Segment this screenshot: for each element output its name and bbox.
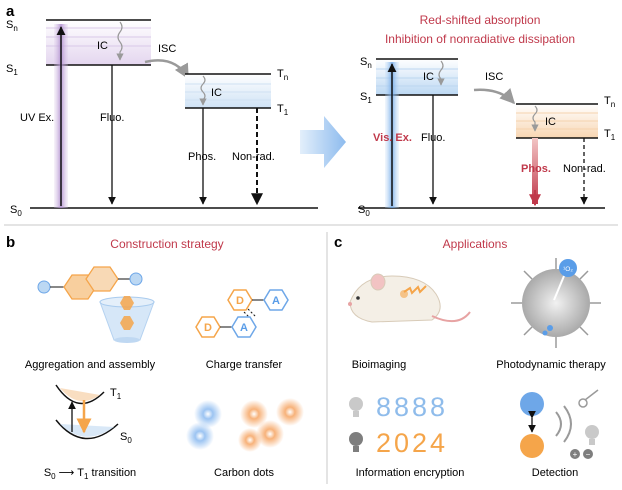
panel-b-label: b	[6, 234, 15, 251]
s0-t1-transition-illustration	[55, 384, 119, 440]
singlet-oxygen-label: ¹O₂	[563, 266, 573, 273]
donor-label-2: D	[204, 322, 212, 334]
nonrad-label-right: Non-rad.	[563, 163, 606, 175]
panel-a-header-line2: Inhibition of nonradiative dissipation	[385, 32, 575, 46]
fluo-label: Fluo.	[100, 112, 124, 124]
ic-wave-triplet-right	[531, 105, 539, 132]
isc-label: ISC	[158, 43, 176, 55]
energy-label-s: S	[120, 431, 127, 443]
phos-label-right: Phos.	[521, 163, 551, 175]
photodynamic-cell-illustration	[511, 258, 601, 348]
panel-a-label: a	[6, 3, 15, 20]
phos-label: Phos.	[188, 151, 216, 163]
fluo-label-right: Fluo.	[421, 132, 445, 144]
acceptor-label-2: A	[240, 322, 248, 334]
s0-label: S	[10, 204, 17, 216]
s0-label-right: S	[358, 204, 365, 216]
ic-wave-singlet	[116, 21, 124, 61]
t1-label: T	[277, 103, 284, 115]
panel-b-title: Construction strategy	[110, 237, 223, 251]
detection-label: Detection	[532, 467, 578, 479]
svg-text:Tn: Tn	[604, 95, 615, 109]
isc-arrow-right	[473, 88, 516, 105]
svg-text:Sn: Sn	[6, 19, 18, 33]
svg-text:T1: T1	[110, 387, 122, 401]
svg-text:S0: S0	[10, 204, 22, 218]
t1-sub: 1	[284, 108, 289, 117]
acceptor-label-1: A	[272, 295, 280, 307]
aggregation-label: Aggregation and assembly	[25, 359, 156, 371]
energy-label-t-sub: 1	[117, 392, 122, 401]
sn-label-right: S	[360, 56, 367, 68]
svg-text:S0: S0	[120, 431, 132, 445]
ic-label-singlet: IC	[97, 40, 108, 52]
jablonski-diagram-right: Sn S1 S0 Tn T1 IC IC ISC Vis. Ex. Fluo. …	[358, 56, 616, 218]
s1-sub: 1	[13, 68, 18, 77]
encryption-illustration	[349, 397, 363, 452]
svg-text:Sn: Sn	[360, 56, 372, 70]
svg-text:T1: T1	[277, 103, 289, 117]
s1-sub-right: 1	[367, 96, 372, 105]
carbon-dots-label: Carbon dots	[214, 467, 274, 479]
svg-text:Tn: Tn	[277, 68, 288, 82]
svg-text:+: +	[573, 450, 578, 459]
tn-label-right: T	[604, 95, 611, 107]
isc-arrow	[144, 59, 190, 80]
bioimaging-label: Bioimaging	[352, 359, 406, 371]
svg-text:S0: S0	[358, 204, 370, 218]
digits-top: 8888	[376, 392, 448, 422]
digits-bottom: 2024	[376, 428, 448, 458]
detection-illustration: + −	[520, 389, 599, 459]
mouse-illustration	[348, 273, 471, 323]
t1-sub-right: 1	[611, 133, 616, 142]
svg-text:−: −	[586, 450, 591, 459]
t1-label-right: T	[604, 128, 611, 140]
uv-ex-label: UV Ex.	[20, 112, 54, 124]
panel-c-title: Applications	[443, 237, 508, 251]
svg-text:S1: S1	[6, 63, 18, 77]
vis-ex-label: Vis. Ex.	[373, 132, 412, 144]
ic-label-singlet-right: IC	[423, 71, 434, 83]
charge-transfer-label: Charge transfer	[206, 359, 283, 371]
isc-label-right: ISC	[485, 71, 503, 83]
s0-sub: 0	[17, 209, 22, 218]
tn-label: T	[277, 68, 284, 80]
jablonski-diagram-left: Sn S1 S0 Tn T1 IC IC ISC UV Ex. Fluo. Ph…	[6, 19, 318, 218]
tn-sub-right: n	[611, 100, 615, 109]
nonrad-label: Non-rad.	[232, 151, 275, 163]
ic-label-triplet-right: IC	[545, 116, 556, 128]
sn-sub: n	[13, 24, 17, 33]
donor-label-1: D	[236, 295, 244, 307]
panel-c-label: c	[334, 234, 342, 251]
transition-label: S0 ⟶ T1 transition	[44, 467, 136, 481]
t1-band	[185, 74, 271, 108]
svg-text:S1: S1	[360, 91, 372, 105]
aggregation-assembly-illustration	[37, 266, 155, 343]
ic-label-triplet: IC	[211, 87, 222, 99]
carbon-dots-illustration	[186, 398, 304, 452]
s1-label-right: S	[360, 91, 367, 103]
energy-label-s-sub: 0	[127, 436, 132, 445]
svg-text:T1: T1	[604, 128, 616, 142]
phosphorescence-bar	[532, 138, 538, 204]
pdt-label: Photodynamic therapy	[496, 359, 606, 371]
sn-label: S	[6, 19, 13, 31]
encryption-label: Information encryption	[356, 467, 465, 479]
ic-wave-triplet	[199, 75, 207, 106]
tn-sub: n	[284, 73, 288, 82]
sn-sub-right: n	[367, 61, 371, 70]
s1-label: S	[6, 63, 13, 75]
charge-transfer-illustration	[195, 289, 289, 338]
s0-sub-right: 0	[365, 209, 370, 218]
energy-label-t: T	[110, 387, 117, 399]
panel-a-header-line1: Red-shifted absorption	[420, 13, 541, 27]
ic-wave-singlet-right	[437, 60, 445, 86]
transition-arrow-icon	[300, 116, 346, 168]
